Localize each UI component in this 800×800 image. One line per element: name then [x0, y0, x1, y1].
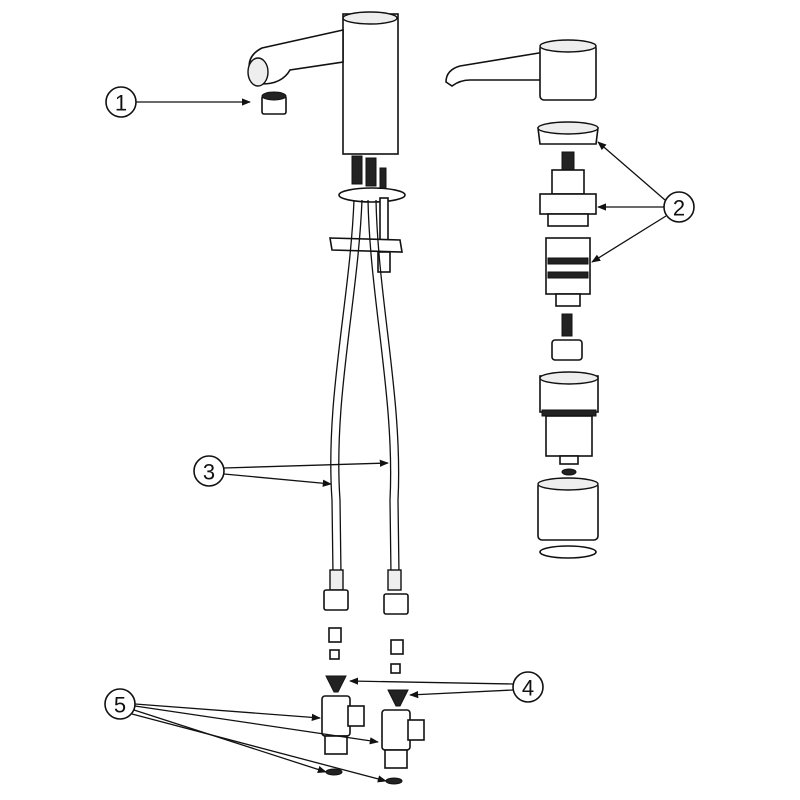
cartridge-stack [537, 121, 599, 559]
svg-text:1: 1 [115, 91, 127, 116]
svg-text:2: 2 [673, 196, 685, 221]
svg-text:4: 4 [522, 676, 534, 701]
callout-2: 2 [591, 141, 695, 263]
callout-1: 1 [105, 86, 251, 118]
spout [247, 11, 399, 155]
connectors [328, 627, 404, 674]
svg-text:3: 3 [203, 460, 215, 485]
lever-handle [445, 39, 597, 101]
callout-3: 3 [193, 455, 389, 487]
callout-5: 5 [104, 688, 387, 783]
callout-4: 4 [349, 671, 544, 703]
hoses [323, 199, 409, 615]
valves [321, 695, 425, 785]
filters [325, 675, 409, 707]
aerator [261, 91, 287, 115]
mounting-kit [329, 155, 406, 273]
svg-text:5: 5 [114, 693, 126, 718]
